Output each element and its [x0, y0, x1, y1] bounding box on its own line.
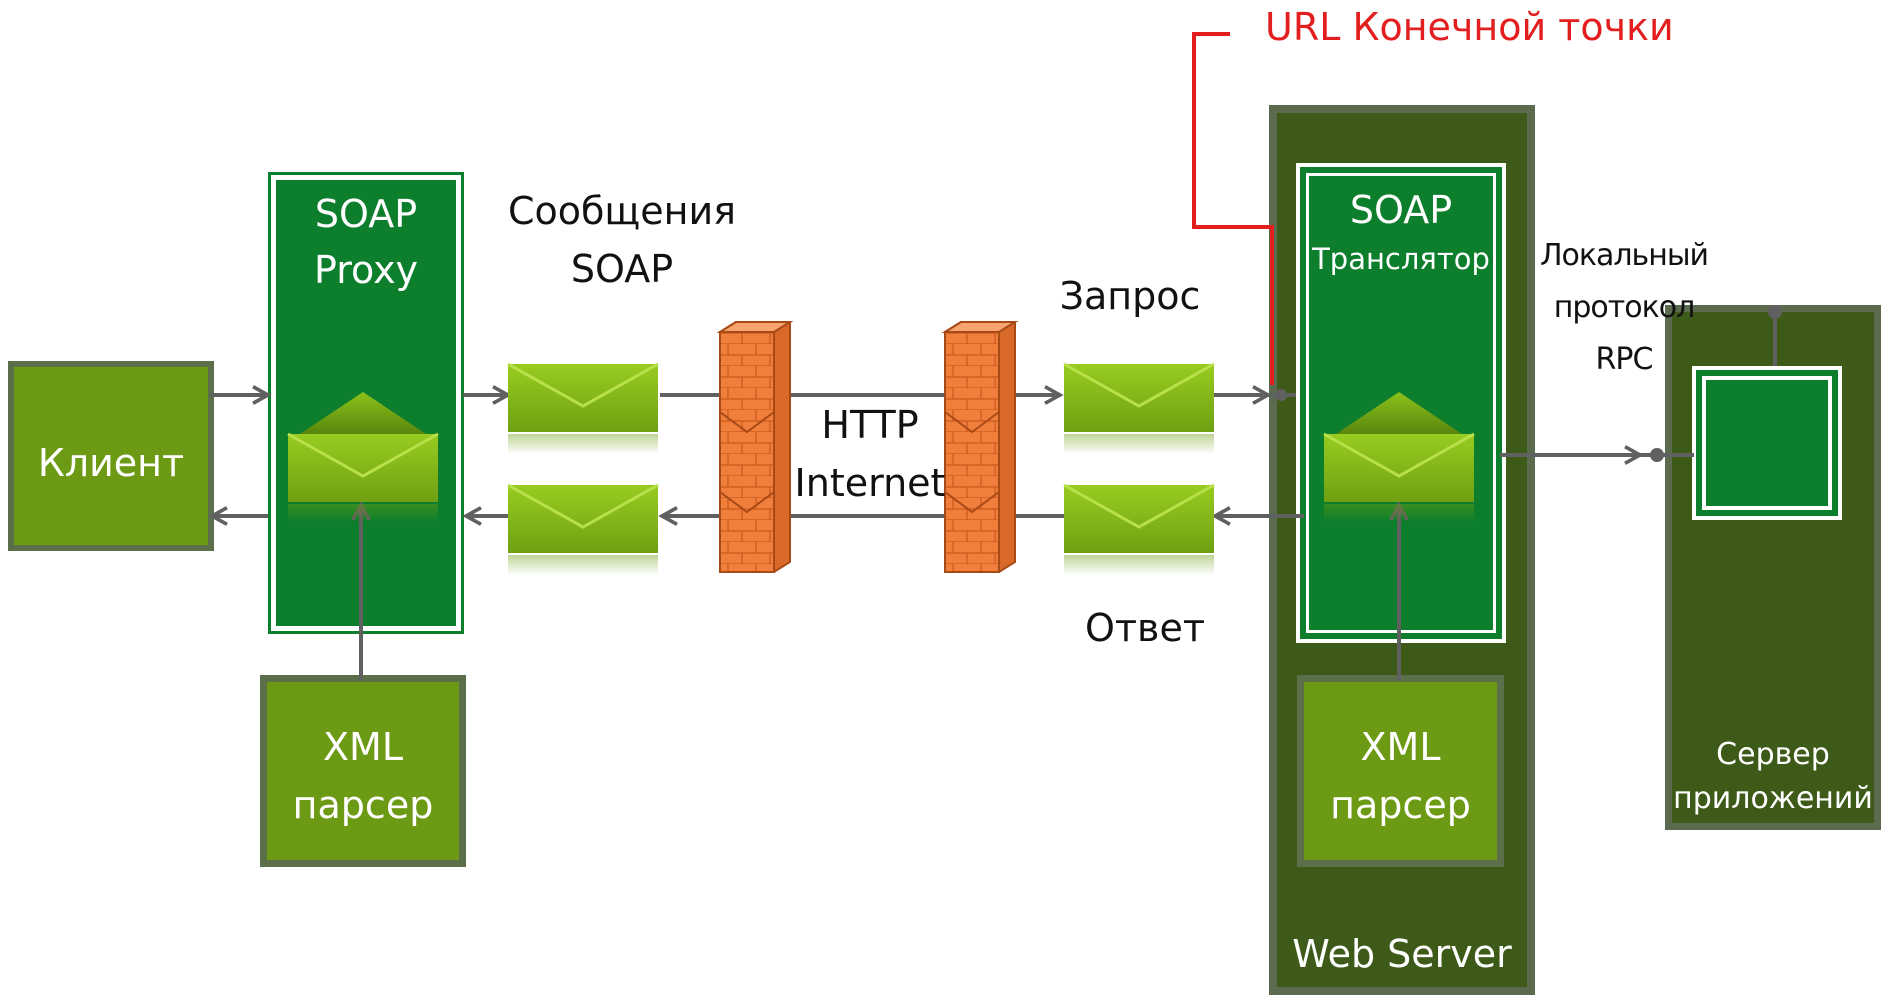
xml-parser-left-line2: парсер — [292, 783, 434, 827]
envelope-icon — [286, 390, 440, 524]
local-rpc-label: Локальный протокол RPC — [1524, 230, 1724, 386]
http-label: HTTP — [821, 403, 919, 447]
xml-parser-right-line2: парсер — [1330, 783, 1471, 827]
soap-translator-line1: SOAP — [1349, 188, 1453, 232]
app-connector-dot — [1768, 305, 1782, 319]
request-dot — [1275, 389, 1287, 401]
client-label: Клиент — [37, 441, 185, 485]
web-server-label: Web Server — [1292, 932, 1512, 976]
app-server-module — [1702, 376, 1832, 510]
endpoint-url-label: URL Конечной точки — [1265, 5, 1674, 49]
envelope-icon — [506, 483, 660, 577]
xml-parser-left-label: XML парсер — [267, 718, 459, 834]
soap-translator-line2: Транслятор — [1312, 242, 1490, 276]
xml-parser-left-line1: XML — [323, 725, 403, 769]
response-label: Ответ — [1085, 606, 1205, 650]
local-rpc-line3: RPC — [1595, 342, 1654, 377]
local-rpc-line1: Локальный — [1539, 238, 1709, 273]
envelope-icon — [506, 362, 660, 456]
soap-proxy-line2: Proxy — [313, 248, 419, 292]
soap-messages-line2: SOAP — [570, 247, 674, 291]
endpoint-url-line — [1192, 32, 1274, 385]
soap-messages-label: Сообщения SOAP — [472, 182, 772, 298]
internet-label: Internet — [794, 461, 946, 505]
envelope-icon — [1322, 390, 1476, 524]
soap-proxy-title: SOAP Proxy — [276, 186, 456, 298]
xml-parser-right-line1: XML — [1360, 725, 1441, 769]
xml-parser-right-label: XML парсер — [1304, 718, 1497, 834]
http-internet-label: HTTP Internet — [780, 396, 960, 512]
request-label: Запрос — [1059, 274, 1201, 318]
soap-proxy-line1: SOAP — [314, 192, 418, 236]
envelope-icon — [1062, 483, 1216, 577]
app-server-label: Сервер приложений — [1665, 733, 1881, 821]
rpc-dot — [1650, 448, 1664, 462]
envelope-icon — [1062, 362, 1216, 456]
soap-messages-line1: Сообщения — [507, 189, 737, 233]
local-rpc-line2: протокол — [1553, 290, 1696, 325]
client-box: Клиент — [8, 361, 214, 551]
xml-parser-left: XML парсер — [260, 675, 466, 867]
app-server-line1: Сервер — [1716, 737, 1830, 772]
app-server-line2: приложений — [1673, 781, 1873, 816]
